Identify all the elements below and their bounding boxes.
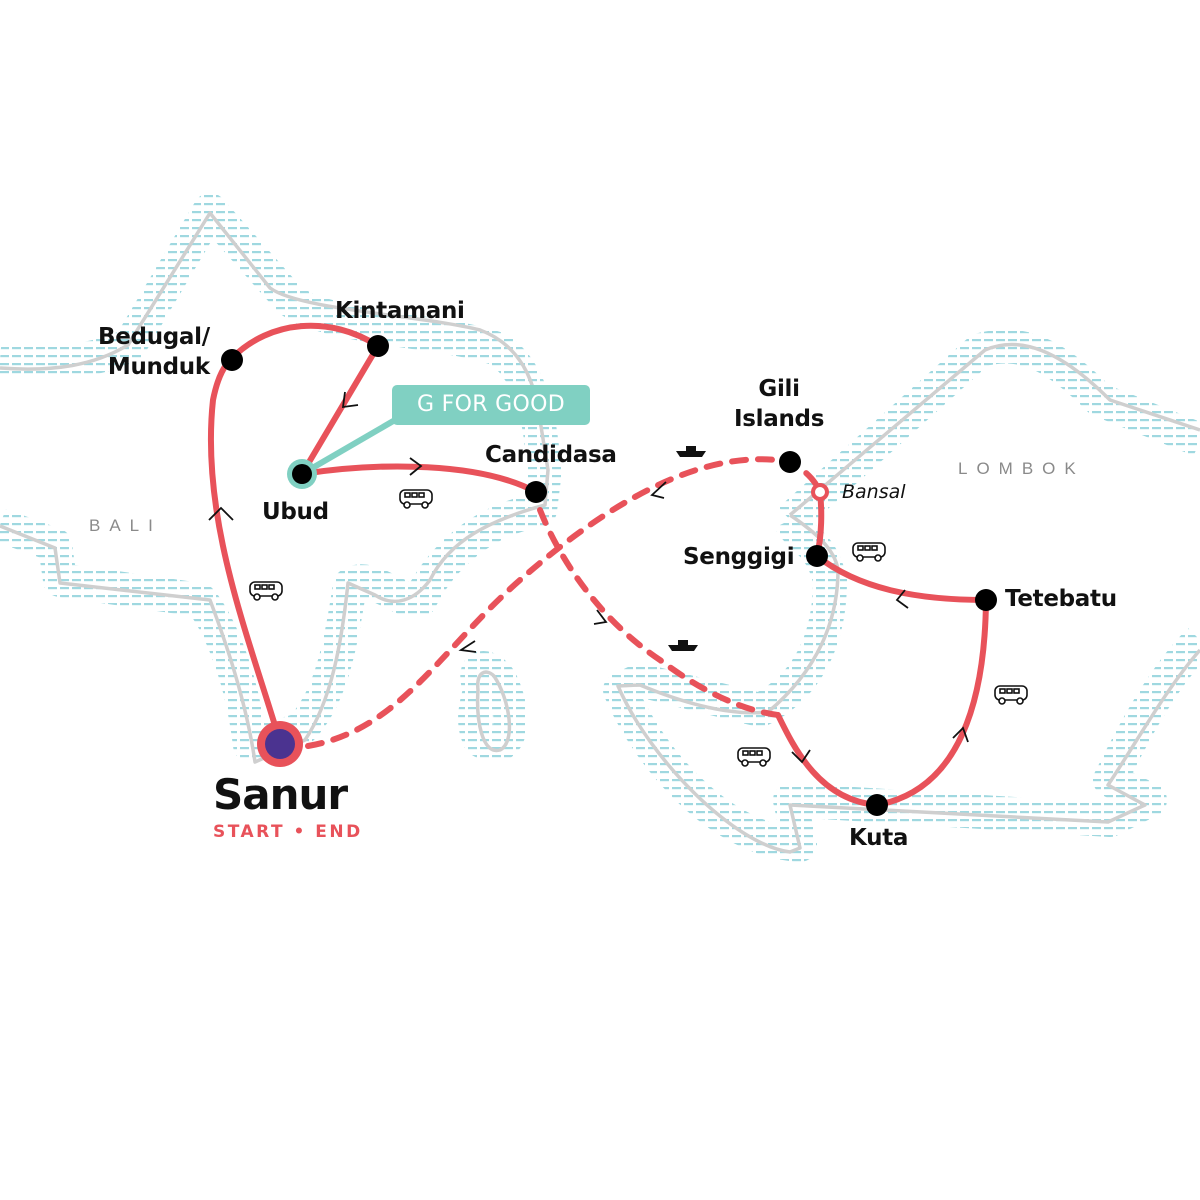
stop-bansal bbox=[811, 483, 829, 501]
label-tetebatu: Tetebatu bbox=[1005, 586, 1117, 612]
label-senggigi: Senggigi bbox=[683, 544, 795, 570]
label-bedugal: Bedugal/ Munduk bbox=[98, 324, 210, 380]
stops bbox=[221, 335, 997, 816]
region-label-bali: BALI bbox=[89, 516, 162, 535]
stop-senggigi bbox=[806, 545, 828, 567]
label-ubud: Ubud bbox=[262, 499, 329, 525]
label-kintamani: Kintamani bbox=[335, 298, 465, 324]
bus-icon bbox=[994, 685, 1028, 705]
start-end-subtitle: START • END bbox=[213, 822, 363, 842]
stop-bedugal bbox=[221, 349, 243, 371]
boat-icons bbox=[668, 446, 706, 651]
stop-ubud bbox=[292, 464, 312, 484]
coastlines bbox=[0, 211, 1200, 854]
stop-sanur-inner bbox=[265, 729, 295, 759]
bus-icons bbox=[249, 489, 1028, 767]
label-bansal: Bansal bbox=[842, 481, 906, 503]
stop-kuta bbox=[866, 794, 888, 816]
lombok-coastline bbox=[616, 342, 1200, 854]
g-for-good-badge: G FOR GOOD bbox=[392, 385, 590, 425]
label-gili-islands: Gili Islands bbox=[734, 376, 825, 432]
boat-icon bbox=[668, 640, 698, 651]
route-solid bbox=[207, 322, 989, 808]
arrow-kintamani-ubud bbox=[341, 391, 359, 409]
direction-arrows bbox=[208, 391, 969, 764]
stop-kintamani bbox=[367, 335, 389, 357]
label-kuta: Kuta bbox=[849, 825, 909, 851]
nusa-island-coastline bbox=[475, 670, 512, 753]
stop-candidasa bbox=[525, 481, 547, 503]
bus-icon bbox=[737, 747, 771, 767]
bus-icon bbox=[399, 489, 433, 509]
bus-icon bbox=[249, 581, 283, 601]
region-label-lombok: LOMBOK bbox=[958, 459, 1085, 478]
label-candidasa: Candidasa bbox=[485, 442, 617, 468]
water-hatching bbox=[0, 193, 1200, 862]
g-for-good-connector bbox=[300, 417, 397, 477]
stop-tetebatu bbox=[975, 589, 997, 611]
bus-icon bbox=[852, 542, 886, 562]
stop-gili bbox=[779, 451, 801, 473]
boat-icon bbox=[676, 446, 706, 457]
start-location-title: Sanur bbox=[213, 770, 348, 819]
